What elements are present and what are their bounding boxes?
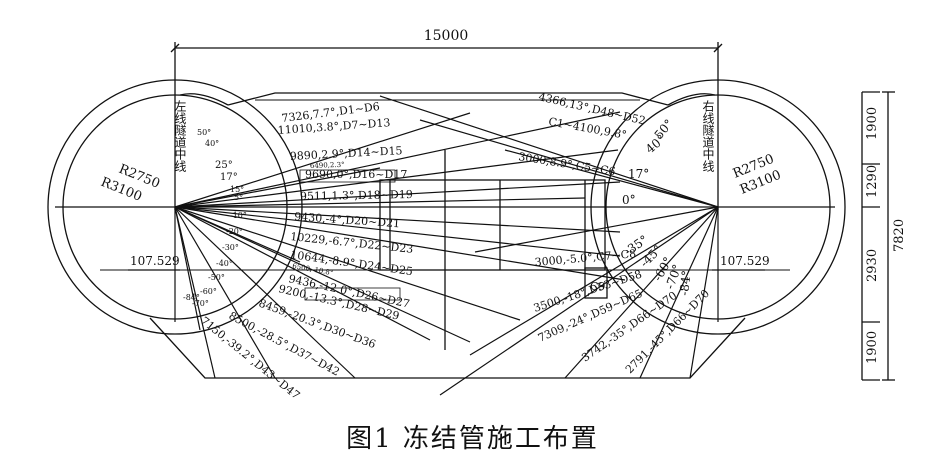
pipe-label: 9890,2.9°,D14~D15	[289, 144, 402, 163]
left-angle-label: -10°	[230, 211, 247, 220]
left-angle-label: 50°	[197, 128, 211, 137]
left-angle-label: -84°	[183, 293, 200, 302]
right-angle-label: 17°	[628, 167, 649, 181]
dim-seg-3: 2930	[865, 249, 880, 282]
left-angle-label: -20°	[226, 227, 243, 236]
left-angle-label: 17°	[220, 172, 238, 183]
pipe-label: 9511,1.3°,D18~D19	[300, 188, 413, 203]
pipe-label: 6490,2.3°	[310, 161, 345, 170]
left-tunnel-label: 左线隧道中线	[173, 99, 187, 172]
dim-seg-4: 1900	[865, 331, 880, 364]
right-freeze-pipes	[379, 95, 719, 396]
pipe-label: 3500,-18°,D53~D58	[532, 268, 644, 315]
left-angle-label: 40°	[205, 139, 219, 148]
left-angle-label: -30°	[222, 243, 239, 252]
right-tunnel-label: 右线隧道中线	[701, 99, 715, 172]
left-angle-label: 5°	[234, 193, 243, 202]
left-freeze-pipes	[174, 111, 626, 379]
pipe-label: 9690,0°,D16~D17	[305, 168, 407, 181]
figure-caption: 图1 冻结管施工布置	[346, 424, 599, 454]
dim-offset-right: 107.529	[720, 254, 770, 268]
right-angle-label: -84°	[677, 270, 694, 297]
dim-total-width: 15000	[424, 28, 469, 44]
right-angle-label: 0°	[622, 193, 636, 207]
left-angle-label: -70°	[192, 299, 209, 308]
cross-passage	[379, 179, 606, 271]
left-angle-label: -40°	[216, 259, 233, 268]
dim-offset-left: 107.529	[130, 254, 180, 268]
dim-seg-1: 1900	[865, 107, 880, 140]
pipe-label: C9	[590, 280, 605, 293]
freeze-envelope	[149, 92, 746, 379]
left-angle-label: -60°	[200, 287, 217, 296]
pipe-label: 9430,-4°,D20~D21	[294, 210, 401, 230]
left-angle-label: 25°	[215, 160, 233, 171]
dim-seg-2: 1290	[865, 165, 880, 198]
left-angle-label: 15°	[230, 185, 244, 194]
pipe-label: 3000,8.9°,C5~C6	[518, 150, 617, 178]
left-angle-label: -50°	[208, 273, 225, 282]
dim-total-height: 7820	[892, 219, 907, 252]
